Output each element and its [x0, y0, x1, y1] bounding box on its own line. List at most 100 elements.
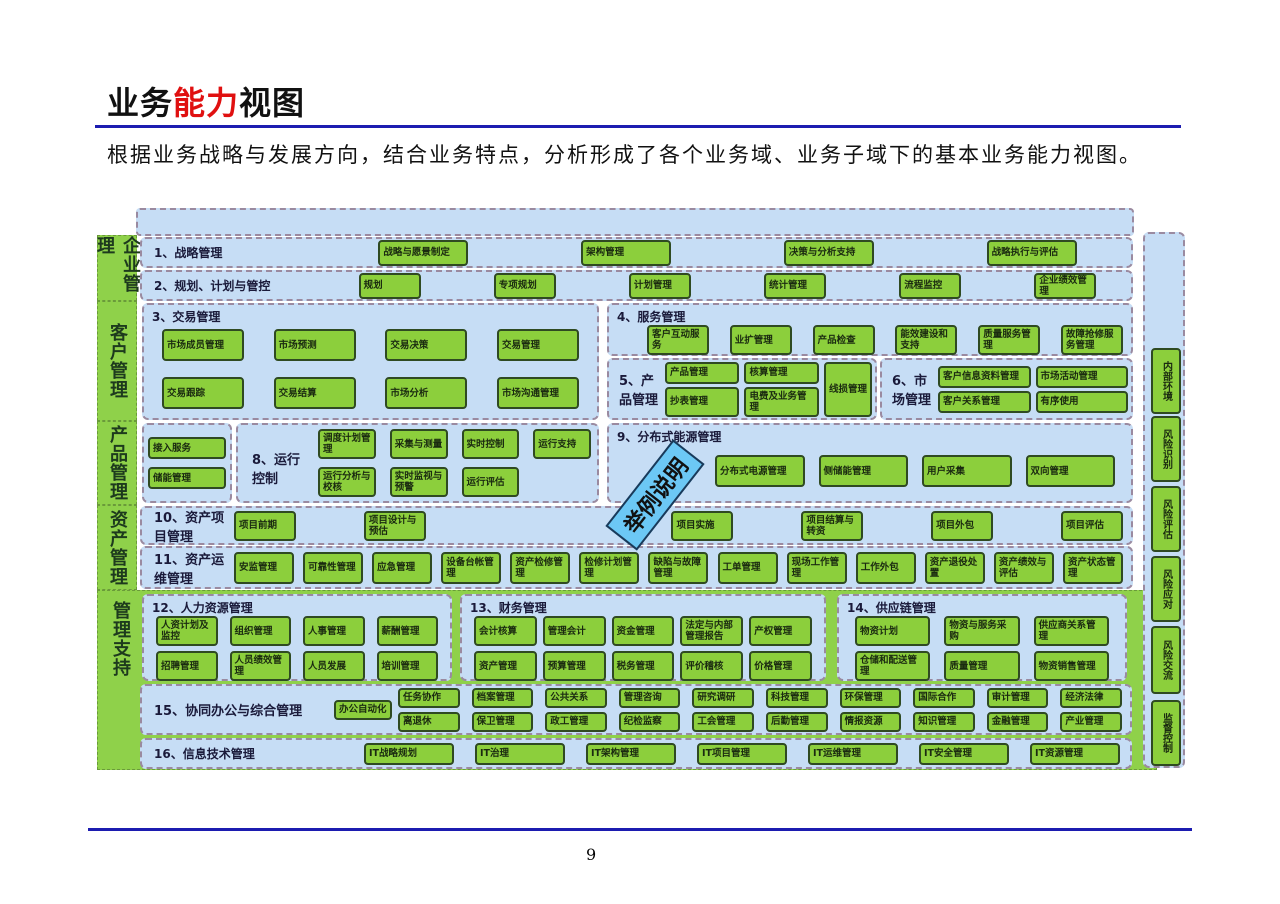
capability-box: 科技管理: [765, 687, 828, 708]
capability-box: 客户关系管理: [938, 390, 1031, 413]
capability-box: 决策与分析支持: [783, 239, 874, 266]
capability-box: 保卫管理: [471, 711, 534, 732]
section-r15: 15、协同办公与综合管理办公自动化任务协作档案管理公共关系管理咨询研究调研科技管…: [140, 684, 1132, 735]
capability-box: 培训管理: [376, 651, 438, 681]
capability-box: 市场预测: [273, 329, 356, 361]
capability-box: 经济法律: [1060, 687, 1122, 708]
capability-list: 战略与愿景制定 架构管理 决策与分析支持 战略执行与评估: [324, 239, 1131, 266]
capability-box: 核算管理: [744, 361, 819, 384]
section-title: 5、产品管理: [619, 374, 659, 408]
capability-box: 薪酬管理: [376, 616, 438, 646]
risk-column: 内部环境 风险识别 风险评估 风险应对 风险交流 监督控制: [1143, 232, 1185, 768]
capability-box: 项目前期: [234, 510, 296, 541]
category-customer: 客户管理: [97, 301, 137, 421]
section-r8: 8、运行控制调度计划管理采集与测量实时控制运行支持运行分析与校核实时监视与预警运…: [236, 423, 599, 503]
capability-list: 接入服务储能管理: [144, 431, 230, 495]
capability-box: 组织管理: [229, 616, 291, 646]
capability-box: 检修计划管理: [579, 551, 640, 584]
capability-box: 管理会计: [542, 616, 606, 646]
section-r12: 12、人力资源管理人资计划及监控组织管理人事管理薪酬管理招聘管理人员绩效管理人员…: [142, 594, 452, 681]
capability-box: 环保管理: [839, 687, 902, 708]
section-title: 16、信息技术管理: [154, 747, 255, 761]
capability-box: 交易管理: [496, 329, 579, 361]
category-label: 产品管理: [107, 425, 128, 501]
capability-box: 资金管理: [611, 616, 675, 646]
capability-box: 物资计划: [855, 616, 931, 646]
capability-box: 质量管理: [944, 651, 1020, 681]
capability-list: 客户信息资料管理市场活动管理客户关系管理有序使用: [938, 363, 1131, 416]
category-label: 管理支持: [110, 601, 131, 677]
page-number: 9: [586, 845, 597, 864]
capability-list: 安监管理可靠性管理应急管理设备台帐管理资产检修管理检修计划管理缺陷与故障管理工单…: [234, 551, 1131, 584]
capability-box: 故障抢修服务管理: [1060, 325, 1123, 355]
capability-box: 运行分析与校核: [318, 467, 376, 497]
capability-box: 有序使用: [1035, 390, 1128, 413]
capability-box: IT战略规划: [364, 742, 454, 765]
capability-box: 公共关系: [545, 687, 607, 708]
capability-box: 预算管理: [542, 651, 606, 681]
capability-box: 纪检监察: [618, 711, 681, 732]
section-r11: 11、资产运维管理安监管理可靠性管理应急管理设备台帐管理资产检修管理检修计划管理…: [140, 546, 1133, 589]
capability-list: 人资计划及监控组织管理人事管理薪酬管理招聘管理人员绩效管理人员发展培训管理: [152, 616, 442, 681]
capability-box: 设备台帐管理: [441, 551, 502, 584]
capability-box: 抄表管理: [665, 386, 740, 417]
capability-box: 交易决策: [385, 329, 468, 361]
capability-box: 可靠性管理: [303, 551, 364, 584]
capability-box: 市场沟通管理: [496, 377, 579, 409]
section-title: 14、供应链管理: [847, 601, 936, 615]
risk-item: 内部环境: [1151, 348, 1181, 414]
capability-box: 战略与愿景制定: [378, 239, 469, 266]
section-r2: 2、规划、计划与管控规划专项规划计划管理统计管理流程监控企业绩效管理: [140, 270, 1133, 301]
capability-box: 研究调研: [692, 687, 754, 708]
capability-list: 任务协作档案管理公共关系管理咨询研究调研科技管理环保管理国际合作审计管理经济法律…: [398, 687, 1130, 732]
capability-box: 人资计划及监控: [156, 616, 218, 646]
capability-box: IT架构管理: [586, 742, 676, 765]
section-r4: 4、服务管理客户互动服务业扩管理产品检查能效建设和支持质量服务管理故障抢修服务管…: [607, 303, 1133, 356]
capability-box: 政工管理: [545, 711, 607, 732]
capability-list: 市场成员管理市场预测交易决策交易管理交易跟踪交易结算市场分析市场沟通管理: [152, 325, 589, 415]
capability-box: 战略执行与评估: [986, 239, 1077, 266]
risk-item: 监督控制: [1151, 700, 1181, 766]
section-title: 4、服务管理: [617, 310, 686, 324]
capability-box: 架构管理: [581, 239, 672, 266]
capability-box: 税务管理: [611, 651, 675, 681]
capability-box: 运行评估: [461, 467, 520, 497]
section-r5: 5、产品管理产品管理核算管理线损管理抄表管理电费及业务管理: [607, 358, 877, 420]
category-label: 资产管理: [107, 509, 128, 586]
capability-box: 应急管理: [372, 551, 433, 584]
capability-box: IT项目管理: [697, 742, 787, 765]
risk-item: 风险应对: [1151, 556, 1181, 622]
section-r1: 1、战略管理 战略与愿景制定 架构管理 决策与分析支持 战略执行与评估: [140, 237, 1133, 268]
capability-box: IT资源管理: [1030, 742, 1120, 765]
capability-box: 会计核算: [474, 616, 537, 646]
top-rule: [95, 125, 1181, 128]
capability-box: 市场分析: [385, 377, 468, 409]
section-r6: 6、市场管理客户信息资料管理市场活动管理客户关系管理有序使用: [880, 358, 1133, 420]
capability-box: 项目外包: [931, 510, 994, 541]
capability-box: 运行支持: [533, 429, 591, 459]
capability-box: 产权管理: [749, 616, 812, 646]
capability-box: 调度计划管理: [318, 429, 376, 459]
capability-box: 工单管理: [717, 551, 778, 584]
section-title: 15、协同办公与综合管理: [154, 704, 303, 719]
category-label: 客户管理: [107, 323, 128, 399]
capability-box: 客户互动服务: [647, 325, 709, 355]
section-title: 1、战略管理: [154, 246, 223, 260]
section-title: 8、运行控制: [252, 453, 301, 487]
section-r13: 13、财务管理会计核算管理会计资金管理法定与内部管理报告产权管理资产管理预算管理…: [460, 594, 826, 681]
capability-box: 储能管理: [148, 467, 226, 489]
capability-box: 现场工作管理: [786, 551, 847, 584]
risk-item: 风险识别: [1151, 416, 1181, 482]
section-title: 12、人力资源管理: [152, 601, 253, 615]
capability-box: 法定与内部管理报告: [680, 616, 744, 646]
risk-item: 风险交流: [1151, 626, 1181, 694]
capability-box: 交易结算: [273, 377, 356, 409]
risk-item: 风险评估: [1151, 486, 1181, 552]
capability-box: 计划管理: [628, 272, 691, 299]
intro-text: 根据业务战略与发展方向，结合业务特点，分析形成了各个业务域、业务子域下的基本业务…: [107, 143, 1142, 167]
capability-box: 资产绩效与评估: [993, 551, 1054, 584]
capability-box: 离退休: [398, 711, 460, 732]
capability-box: 分布式电源管理: [715, 455, 805, 487]
